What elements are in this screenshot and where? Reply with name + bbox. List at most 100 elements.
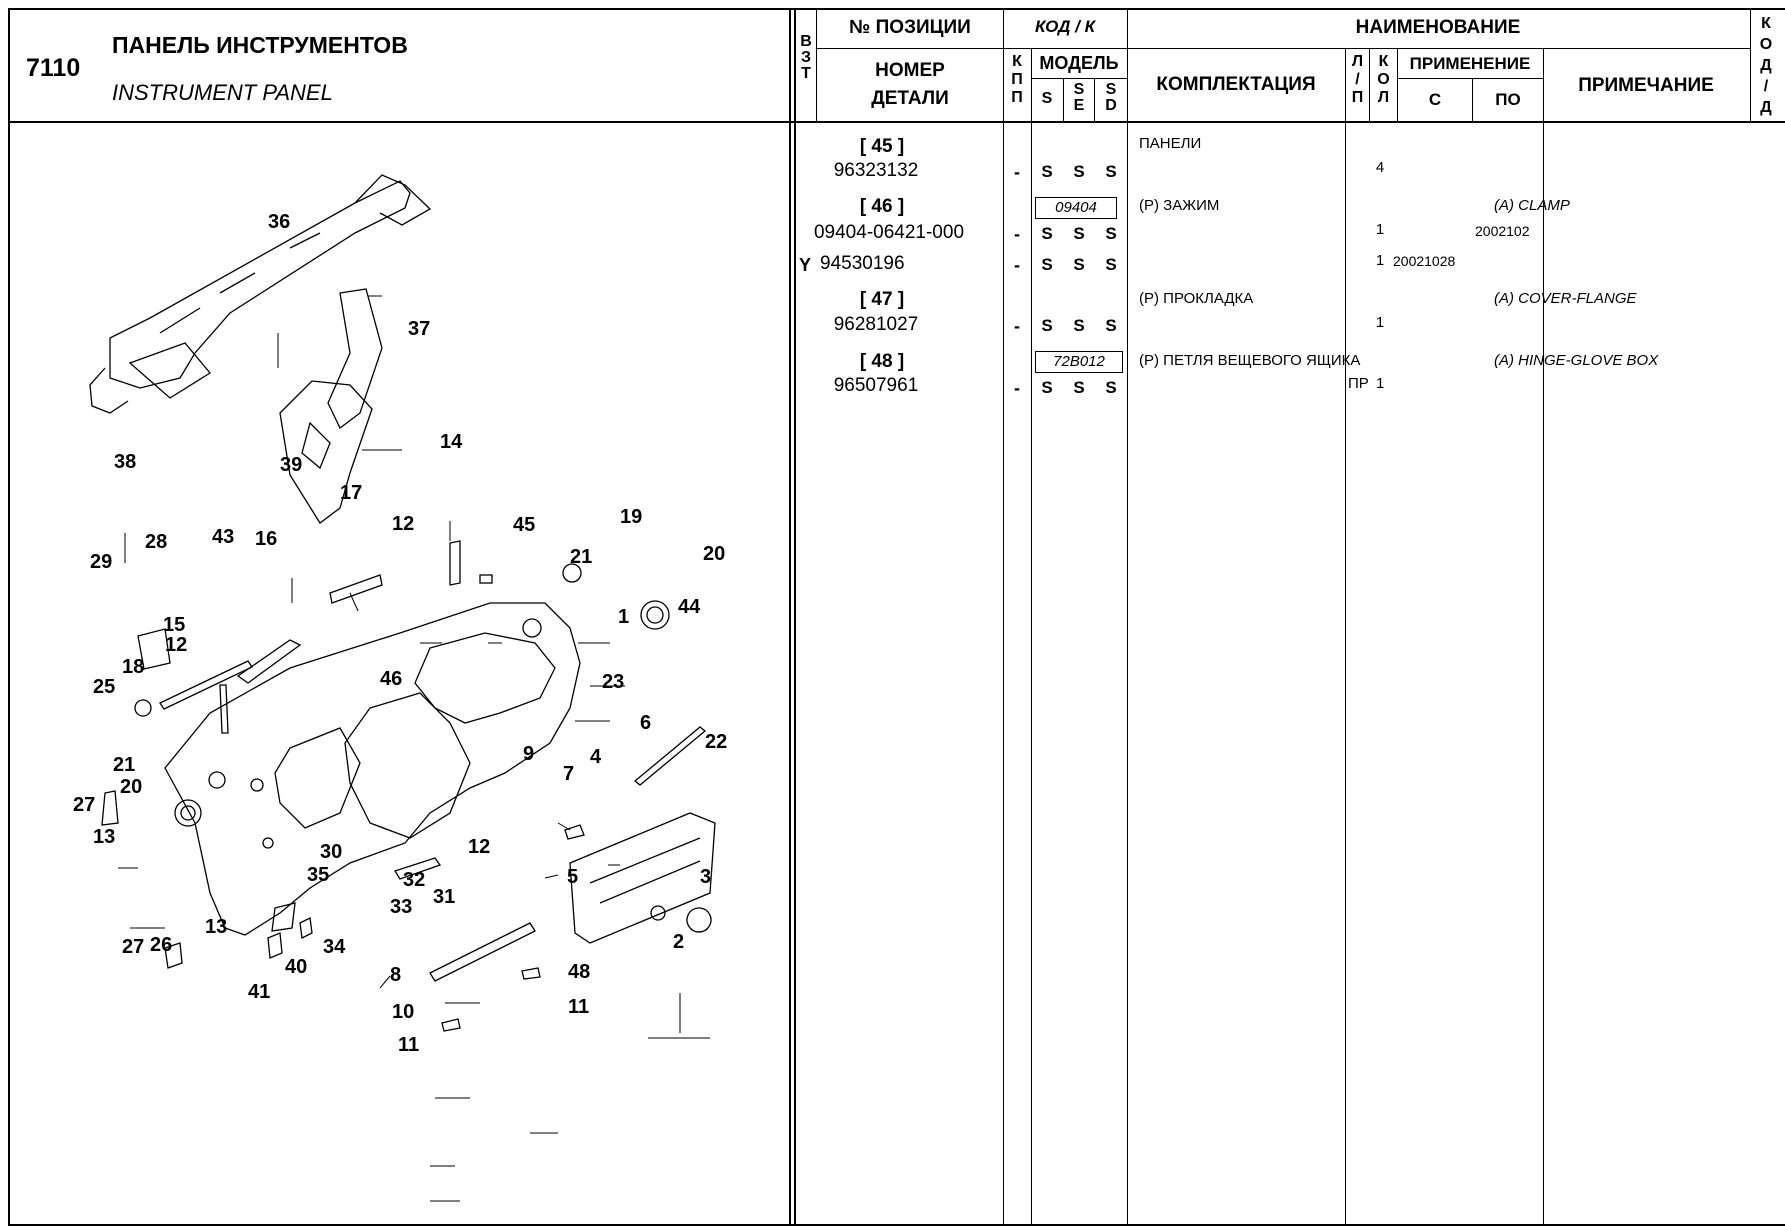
row-y-part: 94530196 xyxy=(820,253,905,274)
row45-komplekt: ПАНЕЛИ xyxy=(1139,135,1202,152)
callout-45: 45 xyxy=(513,514,535,536)
callout-46: 46 xyxy=(380,668,402,690)
row48-komplekt: (P) ПЕТЛЯ ВЕЩЕВОГО ЯЩИКА xyxy=(1139,352,1361,369)
callout-5: 5 xyxy=(567,866,578,888)
header-s: С xyxy=(1428,90,1442,109)
section-number: 7110 xyxy=(26,54,81,82)
frame-left xyxy=(8,8,10,1226)
callout-15: 15 xyxy=(163,614,185,636)
row45-kpp: - xyxy=(1014,162,1020,182)
col-line-vzt xyxy=(816,8,817,123)
callout-11a: 11 xyxy=(568,996,589,1018)
section-title-en: INSTRUMENT PANEL xyxy=(112,80,333,105)
row45-se: S xyxy=(1073,162,1085,181)
row45-pos: [ 45 ] xyxy=(859,136,905,157)
frame-bottom xyxy=(8,1224,1785,1226)
callout-44: 44 xyxy=(678,596,701,618)
callout-40: 40 xyxy=(285,956,307,978)
callout-25: 25 xyxy=(93,676,115,698)
divider-right xyxy=(794,8,796,1226)
callout-14: 14 xyxy=(440,431,463,453)
callout-12b: 12 xyxy=(165,634,187,656)
header-komplekt: КОМПЛЕКТАЦИЯ xyxy=(1156,74,1316,95)
callout-48: 48 xyxy=(568,961,590,983)
header-model: МОДЕЛЬ xyxy=(1039,53,1119,73)
row45-s: S xyxy=(1041,162,1053,181)
hline-model xyxy=(1031,78,1127,79)
frame-top xyxy=(8,8,1785,10)
callout-2: 2 xyxy=(673,931,684,953)
row46-note: (A) CLAMP xyxy=(1494,197,1570,214)
row45-kol: 4 xyxy=(1375,159,1385,176)
row48-kol: 1 xyxy=(1376,375,1385,392)
row48-lp: ПР xyxy=(1348,375,1369,392)
col-line-kpp-left xyxy=(1003,8,1004,1226)
callout-18: 18 xyxy=(122,656,144,678)
callout-12a: 12 xyxy=(392,513,414,535)
header-separator xyxy=(8,121,1785,123)
header-primenenie: ПРИМЕНЕНИЕ xyxy=(1409,54,1531,73)
row45-part: 96323132 xyxy=(833,160,919,181)
header-pos-no: № ПОЗИЦИИ xyxy=(849,17,971,38)
callout-4: 4 xyxy=(590,746,602,768)
col-line-model-se xyxy=(1094,78,1095,123)
row46-code: 09404 xyxy=(1035,197,1117,219)
callout-27b: 27 xyxy=(122,936,144,958)
row-y-se: S xyxy=(1073,255,1085,274)
callout-29: 29 xyxy=(90,551,112,573)
callout-21a: 21 xyxy=(570,546,592,568)
row48-kpp: - xyxy=(1014,378,1020,398)
callout-6: 6 xyxy=(640,712,651,734)
header-po: ПО xyxy=(1495,90,1521,109)
callout-8: 8 xyxy=(390,964,401,986)
row48-note: (A) HINGE-GLOVE BOX xyxy=(1494,352,1659,369)
row46-kpp: - xyxy=(1014,224,1020,244)
callout-38: 38 xyxy=(114,451,136,473)
callout-13a: 13 xyxy=(93,826,115,848)
row48-sd: S xyxy=(1105,378,1117,397)
hline-primenenie xyxy=(1397,78,1543,79)
callout-13b: 13 xyxy=(205,916,227,938)
col-line-komplekt-right xyxy=(1345,48,1346,1226)
row47-komplekt: (P) ПРОКЛАДКА xyxy=(1139,290,1254,307)
callout-27a: 27 xyxy=(73,794,95,816)
row46-part: 09404-06421-000 xyxy=(813,222,965,243)
row-y-s: S xyxy=(1041,255,1053,274)
row45-sd: S xyxy=(1105,162,1117,181)
row-y-sd: S xyxy=(1105,255,1117,274)
header-model-s: S xyxy=(1041,90,1053,107)
row46-sd: S xyxy=(1105,224,1117,243)
callout-31: 31 xyxy=(433,886,455,908)
row47-kpp: - xyxy=(1014,316,1020,336)
callout-20a: 20 xyxy=(703,543,725,565)
row46-se: S xyxy=(1073,224,1085,243)
header-part-no-2: ДЕТАЛИ xyxy=(871,88,949,109)
callout-9: 9 xyxy=(523,743,534,765)
row-y-kpp: - xyxy=(1014,255,1020,275)
exploded-diagram: 36 37 38 39 14 17 12 45 19 43 28 16 21 2… xyxy=(73,174,727,1202)
callout-43: 43 xyxy=(212,526,234,548)
callout-20b: 20 xyxy=(120,776,142,798)
row-y-kol: 1 xyxy=(1375,252,1385,269)
row47-s: S xyxy=(1041,316,1053,335)
callout-12c: 12 xyxy=(468,836,490,858)
divider-left xyxy=(789,8,791,1226)
callout-17: 17 xyxy=(340,482,362,504)
col-line-po-right xyxy=(1543,48,1544,1226)
callout-23: 23 xyxy=(602,671,624,693)
col-line-note-right xyxy=(1750,8,1751,123)
col-line-kpp-right xyxy=(1031,48,1032,1226)
callout-33: 33 xyxy=(390,896,412,918)
callout-34: 34 xyxy=(323,936,346,958)
col-line-model-s xyxy=(1063,78,1064,123)
hline-header-mid xyxy=(817,48,1750,49)
callout-39: 39 xyxy=(280,454,302,476)
header-lp: Л/П xyxy=(1351,53,1364,106)
row47-pos: [ 47 ] xyxy=(859,289,905,310)
row48-part: 96507961 xyxy=(833,375,919,396)
